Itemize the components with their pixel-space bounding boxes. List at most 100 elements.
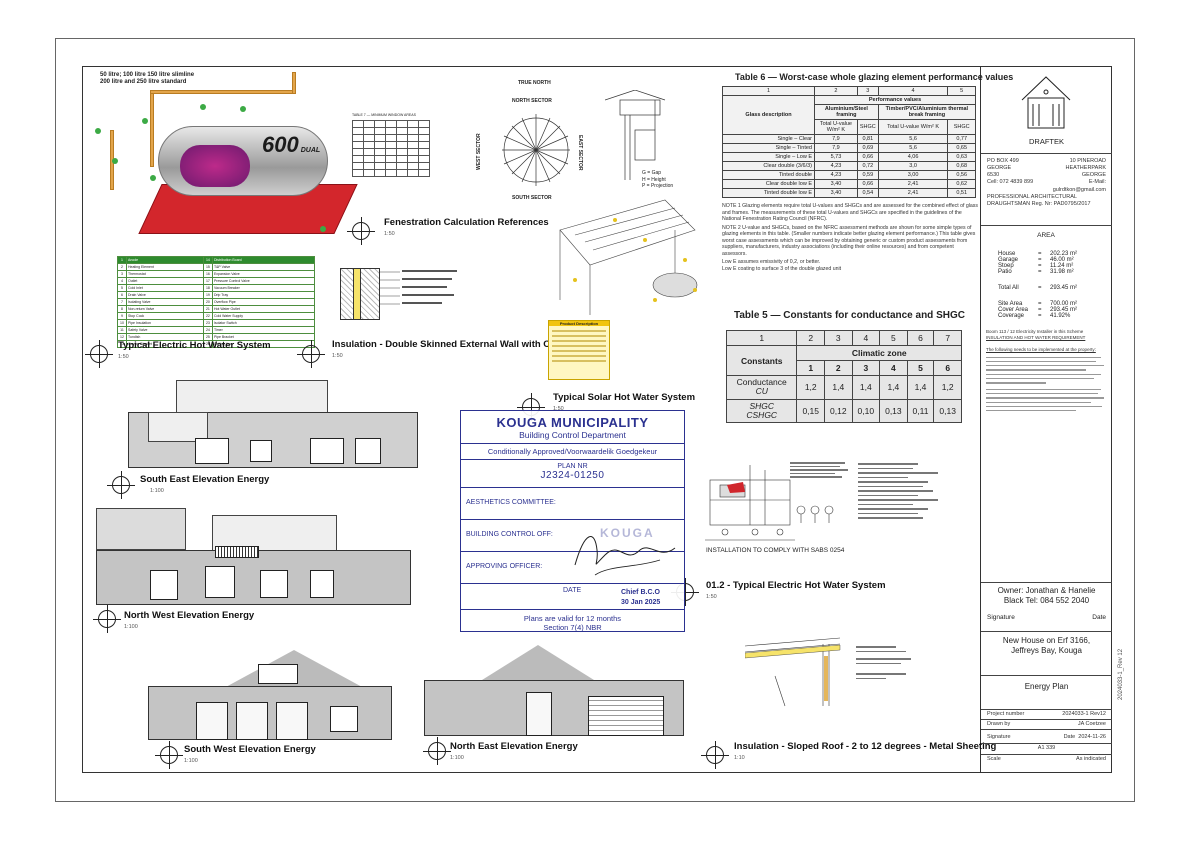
table5-col-number: 1 — [725, 330, 798, 346]
table5-shgc-value: 0,15 — [796, 398, 825, 424]
stamp-date-row: DATE Chief B.C.O 30 Jan 2025 — [461, 584, 684, 610]
roof-callouts — [856, 643, 916, 682]
solar-product-box: Product Description — [548, 320, 610, 380]
legend-cell: 7 — [117, 298, 127, 306]
table6-col-number: 4 — [877, 86, 949, 96]
section-marker — [155, 741, 183, 769]
insulation-wall-label: Insulation - Double Skinned External Wal… — [332, 339, 572, 350]
legend-cell: 23 — [202, 319, 213, 327]
logo-box: DRAFTEK — [981, 66, 1112, 154]
table5-col-number: 3 — [824, 330, 853, 346]
legend-cell: 8 — [117, 305, 127, 313]
mini-table-row — [352, 148, 430, 156]
area-row: Cover Area=293.45 m² — [998, 307, 1078, 313]
legend-cell: Drain Valve — [126, 291, 204, 299]
min-window-table — [352, 120, 430, 177]
se-upper-storey — [176, 380, 328, 413]
nw-upper-storey — [212, 515, 337, 551]
legend-cell: 2 — [117, 263, 127, 271]
owner-name: Owner: Jonathan & Hanelie — [997, 586, 1096, 595]
legend-cell: 18 — [202, 284, 213, 292]
legend-cell: Drip Tray — [211, 291, 316, 299]
legend-cell: 10 — [117, 319, 127, 327]
ne-entrance-door — [526, 692, 552, 736]
overhang-detail — [605, 90, 666, 180]
legend-cell: Outlet — [126, 277, 204, 285]
legend-cell: Timer — [211, 326, 316, 334]
mini-table-row — [352, 169, 430, 177]
aesthetics-field: AESTHETICS COMMITTEE: — [461, 488, 684, 520]
compass-rose — [502, 114, 570, 186]
area-row: Patio=31.98 m² — [998, 269, 1074, 275]
pipe-left — [150, 92, 154, 167]
legend-cell: Heating Element — [126, 263, 204, 271]
valve-symbols — [796, 505, 834, 523]
se-window — [310, 438, 344, 464]
building-control-field: BUILDING CONTROL OFF: — [461, 520, 684, 552]
legend-cell: Expansion Valve — [211, 270, 316, 278]
section-marker — [347, 217, 375, 245]
table5-col-number: 6 — [906, 330, 935, 346]
mini-table-row — [352, 134, 430, 142]
sw-gable-window — [258, 664, 298, 684]
table5-zone: 3 — [851, 360, 881, 376]
pipe-vent — [292, 72, 296, 94]
table5-title: Table 5 — Constants for conductance and … — [734, 310, 965, 321]
legend-cell: 20 — [202, 298, 213, 306]
solar-system-drawing — [559, 199, 698, 315]
section-marker — [297, 340, 325, 368]
legend-cell: 24 — [202, 326, 213, 334]
roof-insulation-drawing — [745, 637, 841, 707]
plan-number: J2324-01250 — [540, 470, 605, 481]
legend-cell: Ceiling Line — [211, 340, 316, 348]
legend-cell: 17 — [202, 277, 213, 285]
section-marker — [85, 340, 113, 368]
table5-shgc-value: 0,13 — [933, 398, 962, 424]
legend-cell: 13 — [117, 340, 127, 348]
table5-cu-value: 1,4 — [824, 375, 853, 400]
table6-title: Table 6 — Worst-case whole glazing eleme… — [735, 72, 1014, 82]
stamp-validity: Plans are valid for 12 months Section 7(… — [523, 614, 622, 633]
legend-cell: Non-return Valve — [126, 305, 204, 313]
table5-col-number: 4 — [851, 330, 881, 346]
mini-table-row — [352, 120, 430, 128]
sw-door — [276, 702, 308, 740]
south-west-elevation-label: South West Elevation Energy — [184, 744, 316, 755]
table5-col-number: 2 — [796, 330, 825, 346]
project-name-block: New House on Erf 3166, Jeffreys Bay, Kou… — [981, 632, 1112, 676]
table5-cu-value: 1,4 — [879, 375, 908, 400]
legend-cell: Safety Valve — [126, 326, 204, 334]
legend-cell: Stop Cock — [126, 312, 204, 320]
table6-notes: NOTE 1 Glazing elements require total U-… — [722, 203, 978, 272]
table5-shgc-value: 0,13 — [879, 398, 908, 424]
south-east-elevation-label: South East Elevation Energy — [140, 474, 270, 485]
nw-window — [310, 570, 334, 598]
table6-col-number: 3 — [856, 86, 879, 96]
pipe-top — [150, 90, 295, 94]
company-name: DRAFTEK — [1028, 137, 1064, 146]
title-block — [980, 66, 1112, 773]
sw-window — [330, 706, 358, 732]
area-row: Total All=293.45 m² — [998, 285, 1078, 291]
electric-detail-notes — [790, 460, 850, 480]
legend-cell: 11 — [117, 326, 127, 334]
